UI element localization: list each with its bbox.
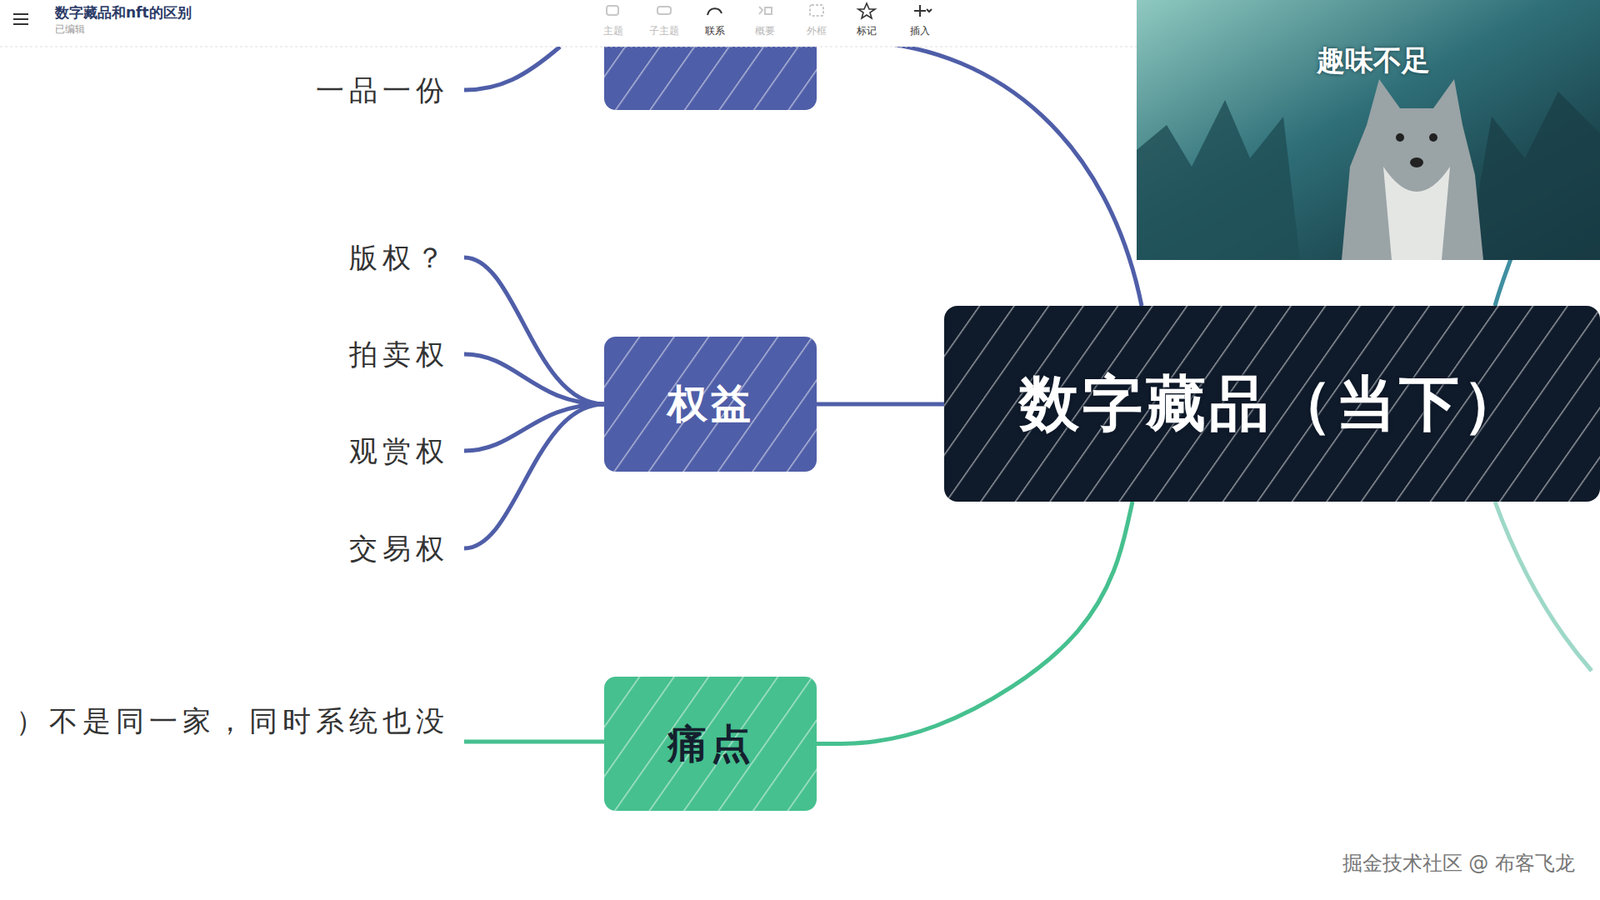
branch-line: [464, 404, 605, 549]
toolbar-icons: [606, 3, 932, 19]
topic-text: 痛点: [667, 717, 755, 771]
branch-label: 版权？: [349, 240, 450, 275]
branch-label: 一品一份: [315, 73, 450, 108]
toolbar-label: 主题: [603, 25, 624, 37]
toolbar-label: 外框: [806, 25, 827, 37]
video-overlay: [1136, 0, 1600, 260]
branch-connector: [816, 501, 1133, 745]
branch-line: [464, 354, 605, 405]
branch-line: [464, 257, 605, 405]
toolbar-label: 插入: [910, 25, 930, 37]
branch-line: [464, 740, 605, 745]
edit-status: 已编辑: [55, 23, 85, 35]
branch-label: 观赏权: [349, 434, 450, 469]
branch-line: [1495, 254, 1513, 306]
branch-label: 拍卖权: [349, 337, 450, 372]
branch-label: ）不是同一家，同时系统也没: [15, 704, 450, 739]
toolbar-label: 概要: [755, 25, 775, 37]
central-topic: 数字藏品（当下）: [944, 305, 1600, 502]
main-topic: 权益: [604, 336, 817, 472]
branch-connector: [816, 402, 945, 407]
topic-text: 数字藏品（当下）: [1019, 364, 1526, 445]
topic-text: 权益: [667, 377, 755, 431]
toolbar-label: 联系: [705, 25, 725, 37]
branch-line: [464, 404, 605, 451]
branch-line: [464, 46, 560, 90]
menu-icon: [13, 14, 29, 25]
watermark: 掘金技术社区 @ 布客飞龙: [1342, 851, 1575, 876]
main-topic: 痛点: [604, 676, 817, 811]
branch-label: 交易权: [349, 531, 450, 566]
branch-line: [866, 41, 1142, 306]
video-subtitle: 趣味不足: [1316, 43, 1430, 78]
toolbar-label: 子主题: [649, 25, 680, 37]
document-title: 数字藏品和nft的区别: [55, 4, 192, 21]
branch-line: [1495, 501, 1592, 671]
toolbar-label: 标记: [856, 25, 877, 37]
